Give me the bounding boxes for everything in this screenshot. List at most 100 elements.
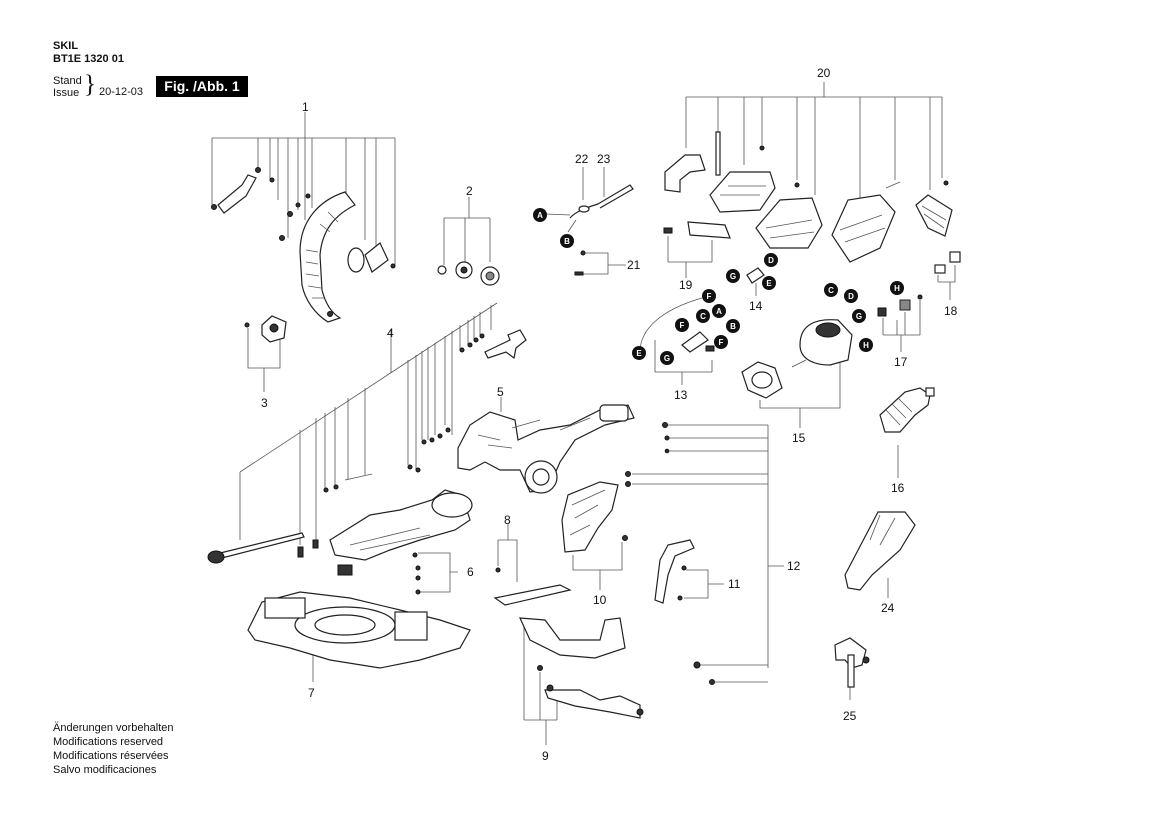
svg-text:C: C [700, 312, 706, 321]
connector-h-13: G [660, 351, 674, 365]
part-group-2 [437, 197, 500, 286]
part-group-18 [934, 251, 961, 300]
callout-21: 21 [627, 258, 641, 272]
connector-c-15: H [859, 338, 873, 352]
connector-d-14: D [764, 253, 778, 267]
svg-text:C: C [828, 286, 834, 295]
connector-markers: A B G D E F A C F B F E G C D G H H [533, 208, 904, 365]
connector-b-13: B [726, 319, 740, 333]
callout-14: 14 [749, 299, 763, 313]
svg-text:D: D [768, 256, 774, 265]
svg-text:F: F [719, 338, 724, 347]
notice-fr: Modifications réservées [53, 750, 169, 762]
part-group-3 [244, 315, 287, 392]
connector-d-15: D [844, 289, 858, 303]
svg-text:A: A [537, 211, 543, 220]
callout-8: 8 [504, 513, 511, 527]
connector-e-13: E [632, 346, 646, 360]
svg-text:H: H [863, 341, 869, 350]
svg-text:G: G [856, 312, 862, 321]
part-group-15 [741, 319, 853, 428]
model-number: BT1E 1320 01 [53, 53, 124, 65]
svg-text:F: F [680, 321, 685, 330]
callout-18: 18 [944, 304, 958, 318]
part-group-20 [664, 82, 953, 263]
connector-h-14: G [726, 269, 740, 283]
modifications-notice: Änderungen vorbehalten Modifications res… [53, 721, 173, 777]
stand-label: Stand [53, 75, 82, 87]
callout-22: 22 [575, 152, 589, 166]
part-group-6 [329, 489, 473, 595]
connector-c-17: H [890, 281, 904, 295]
connector-b-cable: B [560, 234, 574, 248]
callout-12: 12 [787, 559, 801, 573]
part-group-9 [519, 617, 644, 745]
part-group-12 [625, 422, 784, 685]
part-group-24 [844, 511, 916, 598]
part-group-10 [561, 481, 628, 590]
callout-13: 13 [674, 388, 688, 402]
connector-a-cable: A [533, 208, 547, 222]
callout-labels: 1 2 3 4 5 6 7 8 9 10 11 12 13 14 15 16 1… [261, 66, 958, 763]
callout-6: 6 [467, 565, 474, 579]
svg-text:A: A [716, 307, 722, 316]
part-group-21 [574, 250, 626, 276]
callout-16: 16 [891, 481, 905, 495]
svg-text:E: E [766, 279, 772, 288]
callout-11: 11 [728, 577, 741, 591]
callout-17: 17 [894, 355, 908, 369]
callout-5: 5 [497, 385, 504, 399]
connector-f-13-low: F [714, 335, 728, 349]
callout-10: 10 [593, 593, 607, 607]
part-group-11 [654, 539, 724, 604]
part-group-14 [746, 267, 765, 296]
issue-label: Issue [53, 87, 80, 99]
connector-e-14: E [762, 276, 776, 290]
brace-symbol: } [84, 71, 96, 98]
callout-15: 15 [792, 431, 806, 445]
callout-19: 19 [679, 278, 693, 292]
connector-f-13-top: F [702, 289, 716, 303]
svg-text:D: D [848, 292, 854, 301]
part-group-22-23 [545, 167, 634, 233]
part-group-4 [207, 302, 527, 564]
svg-text:H: H [894, 284, 900, 293]
connector-a-13: A [712, 304, 726, 318]
callout-1: 1 [302, 100, 309, 114]
part-group-25 [834, 637, 870, 700]
brand-name: SKIL [53, 40, 79, 52]
issue-date: 20-12-03 [99, 86, 144, 98]
notice-de: Änderungen vorbehalten [53, 722, 174, 734]
part-group-17 [877, 294, 923, 352]
svg-text:F: F [707, 292, 712, 301]
part-group-7 [247, 591, 471, 682]
callout-9: 9 [542, 749, 549, 763]
svg-text:G: G [664, 354, 670, 363]
svg-text:E: E [636, 349, 642, 358]
header-brand-block: SKIL BT1E 1320 01 [53, 40, 124, 66]
connector-f-13-mid: F [675, 318, 689, 332]
part-group-5 [457, 397, 635, 494]
figure-badge: Fig. /Abb. 1 [156, 76, 248, 97]
part-group-13 [639, 297, 715, 385]
callout-25: 25 [843, 709, 857, 723]
connector-g-15: C [824, 283, 838, 297]
svg-text:B: B [564, 237, 570, 246]
svg-text:G: G [730, 272, 736, 281]
callout-7: 7 [308, 686, 315, 700]
notice-es: Salvo modificaciones [53, 764, 157, 776]
part-group-16 [879, 387, 935, 478]
callout-3: 3 [261, 396, 268, 410]
callout-23: 23 [597, 152, 611, 166]
notice-en: Modifications reserved [53, 736, 164, 748]
callout-2: 2 [466, 184, 473, 198]
callout-24: 24 [881, 601, 895, 615]
connector-h-15: G [852, 309, 866, 323]
part-group-1 [211, 112, 396, 323]
callout-4: 4 [387, 326, 394, 340]
stand-issue-labels: Stand Issue [53, 75, 82, 99]
connector-g-13: C [696, 309, 710, 323]
callout-20: 20 [817, 66, 831, 80]
part-group-8 [493, 524, 572, 606]
